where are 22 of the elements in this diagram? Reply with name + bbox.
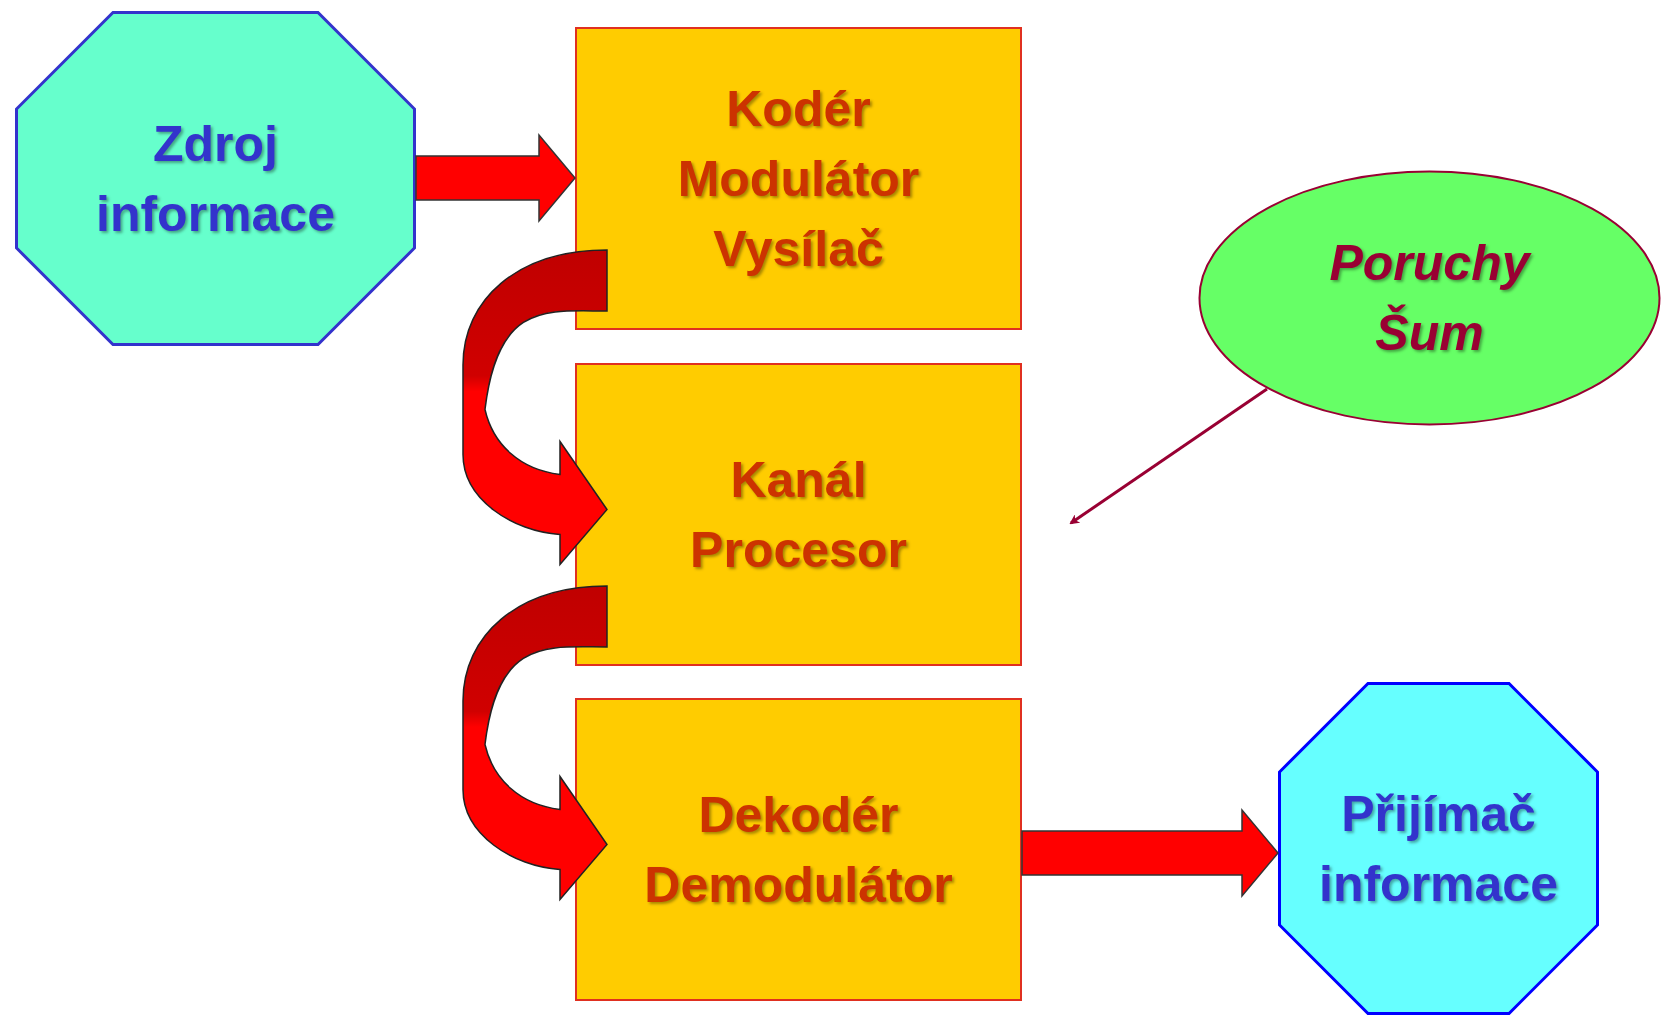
node-label: Zdroj informace xyxy=(95,114,336,244)
block-arrow xyxy=(415,132,576,224)
block-arrow xyxy=(1021,807,1279,899)
process-box xyxy=(575,27,1022,330)
node-label: Přijímač informace xyxy=(1318,784,1559,914)
noise-ellipse xyxy=(1198,170,1661,426)
curved-block-arrow xyxy=(462,249,608,566)
node-label: Šum xyxy=(1375,303,1484,363)
node-label: Kanál xyxy=(730,450,867,510)
node-label: Modulátor xyxy=(677,149,920,209)
process-box xyxy=(575,698,1022,1001)
arrow xyxy=(1069,387,1268,525)
node-label: Kodér xyxy=(726,79,871,139)
node-label: Vysílač xyxy=(713,219,884,279)
node-label: Procesor xyxy=(690,520,907,580)
process-box xyxy=(575,363,1022,666)
node-label: Demodulátor xyxy=(644,855,953,915)
curved-block-arrow xyxy=(462,585,608,901)
node-label: Poruchy xyxy=(1329,234,1530,293)
node-label: Dekodér xyxy=(698,785,899,845)
octagon-node xyxy=(1278,682,1599,1015)
octagon-node xyxy=(15,11,416,346)
